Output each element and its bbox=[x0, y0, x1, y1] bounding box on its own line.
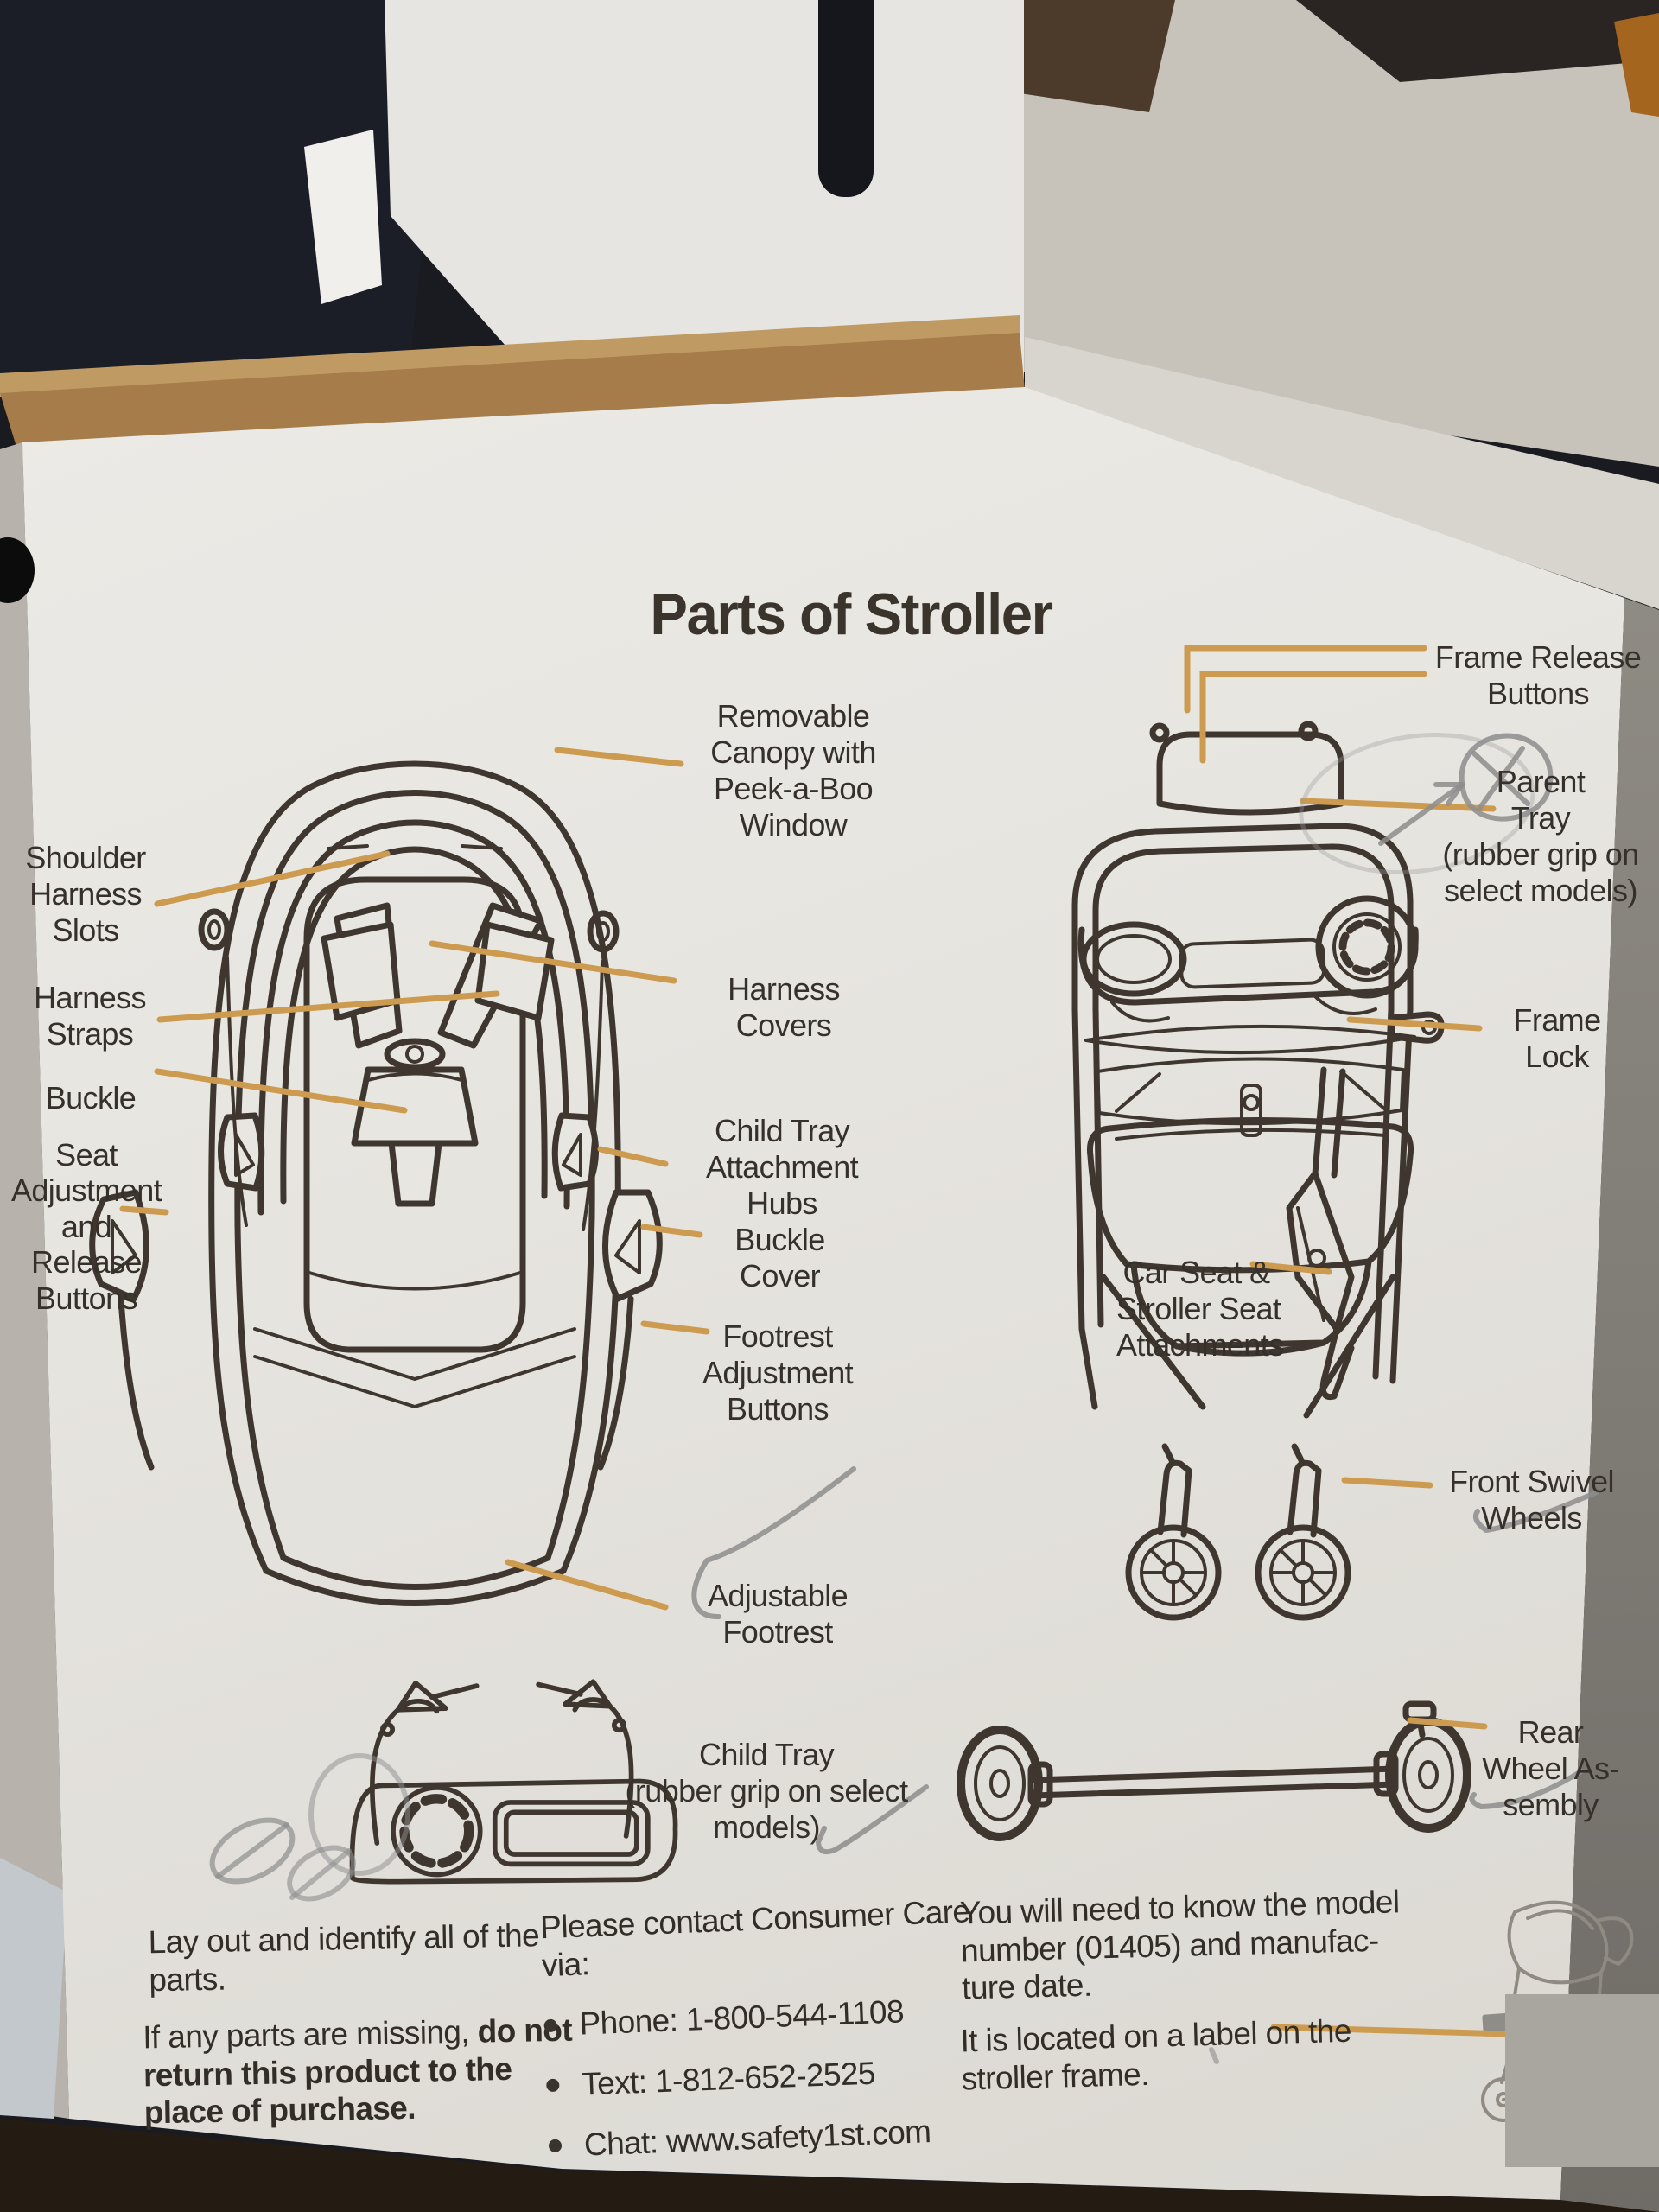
label-harness-straps: Harness Straps bbox=[21, 980, 159, 1052]
label-line: Car Seat & bbox=[1122, 1255, 1270, 1290]
bullet-icon bbox=[548, 2139, 563, 2153]
footer-contact: Please contact Consumer Care via: Phone:… bbox=[539, 1893, 971, 2164]
label-buckle-cover: Buckle Cover bbox=[683, 1222, 877, 1294]
label-line: Buttons bbox=[35, 1280, 137, 1316]
label-footrest-buttons: Footrest Adjustment Buttons bbox=[661, 1319, 894, 1427]
label-line: Harness bbox=[29, 876, 142, 912]
label-frame-lock: Frame Lock bbox=[1479, 1002, 1635, 1075]
label-shoulder-harness-slots: Shoulder Harness Slots bbox=[12, 840, 159, 949]
label-line: Attachment bbox=[705, 1149, 859, 1185]
bullet-icon bbox=[543, 2018, 557, 2032]
label-line: Peek-a-Boo bbox=[713, 771, 874, 807]
label-line: Buttons bbox=[1487, 676, 1589, 712]
label-line: Rear bbox=[1517, 1714, 1584, 1750]
label-line: Adjustable bbox=[707, 1578, 849, 1613]
label-harness-covers: Harness Covers bbox=[684, 971, 883, 1044]
label-line: Stroller Seat bbox=[1116, 1291, 1281, 1327]
label-line: Seat bbox=[55, 1137, 118, 1173]
label-line: (rubber grip on bbox=[1442, 836, 1639, 873]
rear-wheel-assembly-diagram bbox=[957, 1700, 1471, 1841]
label-line: Tray bbox=[1510, 800, 1571, 836]
label-buckle: Buckle bbox=[26, 1080, 156, 1116]
label-line: Canopy with bbox=[710, 734, 876, 771]
label-line: Removable bbox=[716, 698, 870, 734]
page-number-tab: 1 bbox=[1505, 1994, 1659, 2167]
contact-text-row: Text: 1-812-652-2525 bbox=[546, 2051, 962, 2105]
footer-missing-parts: If any parts are missing, do not return … bbox=[143, 2012, 576, 2133]
label-line: Shoulder bbox=[25, 840, 146, 875]
label-line: Lock bbox=[1525, 1039, 1589, 1075]
label-line: Child Tray bbox=[714, 1113, 850, 1148]
label-removable-canopy: Removable Canopy with Peek-a-Boo Window bbox=[672, 698, 914, 843]
label-line: Wheels bbox=[1481, 1500, 1582, 1536]
label-line: sembly bbox=[1503, 1787, 1599, 1823]
footer-model-number: You will need to know the model number (… bbox=[959, 1883, 1400, 2007]
front-swivel-wheels-diagram bbox=[1125, 1443, 1351, 1621]
label-line: Footrest bbox=[722, 1319, 833, 1354]
label-line: Attachments bbox=[1116, 1327, 1284, 1363]
label-line: Front Swivel bbox=[1449, 1464, 1614, 1499]
contact-phone-row: Phone: 1-800-544-1108 bbox=[543, 1991, 959, 2044]
label-line: Harness bbox=[728, 971, 840, 1007]
footer-line: Lay out and identify all of the bbox=[148, 1917, 540, 1961]
label-line: Buckle bbox=[45, 1080, 137, 1116]
label-rear-wheel-assembly: Rear Wheel As- sembly bbox=[1462, 1714, 1639, 1823]
label-line: (rubber grip on select bbox=[625, 1773, 909, 1809]
label-line: Release bbox=[31, 1244, 142, 1281]
appliance-slot bbox=[818, 0, 874, 197]
label-line: Window bbox=[739, 807, 848, 843]
footer-missing-normal: If any parts are missing, bbox=[142, 2013, 479, 2056]
label-line: Adjustment bbox=[10, 1173, 162, 1209]
label-seat-adjustment: Seat Adjustment and Release Buttons bbox=[2, 1137, 171, 1316]
label-front-swivel-wheels: Front Swivel Wheels bbox=[1417, 1464, 1646, 1536]
label-line: Covers bbox=[735, 1007, 832, 1044]
label-line: Harness bbox=[34, 980, 146, 1015]
label-line: Straps bbox=[46, 1016, 134, 1052]
label-line: Frame bbox=[1513, 1002, 1601, 1038]
label-line: Buttons bbox=[727, 1391, 829, 1427]
footer-line: parts. bbox=[149, 1961, 226, 1998]
label-line: Adjustment bbox=[702, 1355, 854, 1391]
label-child-tray-hubs: Child Tray Attachment Hubs bbox=[670, 1113, 894, 1222]
label-line: and bbox=[60, 1208, 112, 1244]
label-line: Footrest bbox=[722, 1614, 833, 1650]
label-line: Slots bbox=[52, 912, 119, 949]
label-line: Frame Release bbox=[1434, 639, 1642, 675]
label-adjustable-footrest: Adjustable Footrest bbox=[665, 1578, 890, 1650]
label-line: Cover bbox=[739, 1258, 821, 1294]
label-line: Parent bbox=[1496, 764, 1586, 799]
footer-label-location: It is located on a label on the stroller… bbox=[960, 2011, 1394, 2097]
label-parent-tray: Parent Tray (rubber grip on select model… bbox=[1427, 764, 1654, 909]
bullet-icon bbox=[546, 2078, 560, 2093]
label-line: Hubs bbox=[747, 1185, 817, 1222]
page-title: Parts of Stroller bbox=[650, 582, 1053, 647]
label-line: Child Tray bbox=[698, 1737, 835, 1772]
contact-text: Text: 1-812-652-2525 bbox=[581, 2055, 876, 2102]
label-line: Wheel As- bbox=[1482, 1751, 1619, 1787]
label-line: models) bbox=[713, 1809, 820, 1846]
label-car-seat-attachments: Car Seat & Stroller Seat Attachments bbox=[1116, 1255, 1284, 1363]
label-line: select models) bbox=[1444, 873, 1637, 909]
label-line: Buckle bbox=[734, 1222, 825, 1257]
footer-identify-parts: Lay out and identify all of the parts. bbox=[148, 1916, 563, 1999]
label-child-tray: Child Tray (rubber grip on select models… bbox=[615, 1737, 918, 1846]
contact-phone: Phone: 1-800-544-1108 bbox=[578, 1993, 905, 2042]
label-frame-release: Frame Release Buttons bbox=[1421, 639, 1655, 712]
